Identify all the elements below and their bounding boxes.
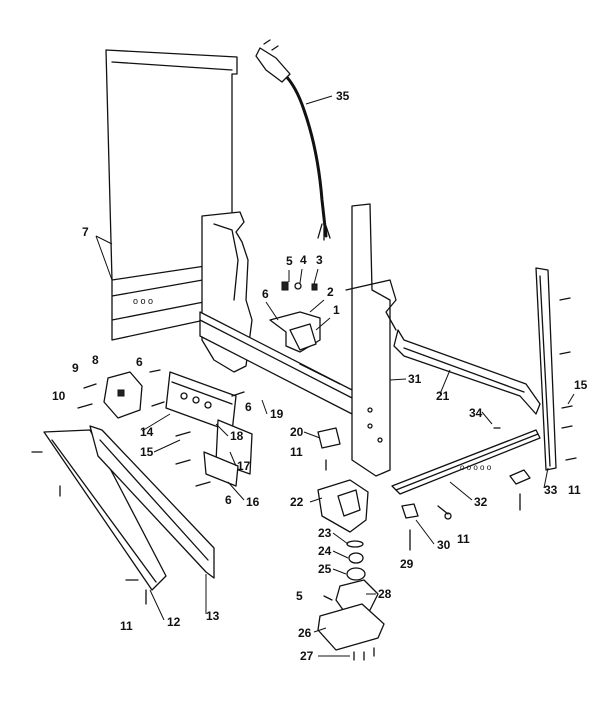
callout-c22: 22 (290, 495, 304, 509)
callout-c10: 10 (52, 389, 66, 403)
clip-part-20 (317, 427, 341, 449)
callout-c11c: 11 (457, 532, 470, 546)
callout-c1: 1 (333, 303, 340, 317)
callout-c6b: 6 (136, 355, 143, 369)
callout-c26: 26 (298, 626, 312, 640)
callout-c23: 23 (318, 526, 332, 540)
power-cord-part-35 (255, 39, 331, 241)
callout-c24: 24 (318, 544, 332, 558)
callout-c27: 27 (300, 649, 314, 663)
callout-c3: 3 (316, 253, 323, 267)
bracket-part-1-2 (269, 311, 321, 353)
callout-c6c: 6 (245, 400, 252, 414)
callout-c33: 33 (544, 483, 558, 497)
svg-text:o o o o o: o o o o o (460, 463, 492, 472)
callout-c28: 28 (378, 587, 392, 601)
callout-c6d: 6 (225, 493, 232, 507)
callout-c11d: 11 (120, 619, 133, 633)
leader-lines (95, 95, 575, 657)
callout-c19: 19 (270, 407, 284, 421)
callout-c4: 4 (300, 253, 307, 267)
callout-c11b: 11 (568, 483, 581, 497)
upright-part-33 (535, 267, 557, 471)
callout-c34: 34 (469, 406, 483, 420)
callout-c11a: 11 (290, 445, 303, 459)
callout-c17: 17 (237, 459, 251, 473)
switch-assembly-part-8 (103, 371, 143, 419)
callout-c30: 30 (437, 538, 451, 552)
callout-c5a: 5 (286, 254, 293, 268)
callout-c32: 32 (474, 495, 488, 509)
bracket-part-16 (203, 451, 239, 487)
callout-c16: 16 (246, 495, 260, 509)
callout-c13: 13 (206, 609, 220, 623)
callout-c21: 21 (436, 389, 450, 403)
callout-c20: 20 (290, 425, 304, 439)
base-plate-part-26 (317, 603, 385, 651)
callout-c14: 14 (140, 425, 154, 439)
callout-c18: 18 (230, 429, 244, 443)
callout-c5b: 5 (296, 589, 303, 603)
callout-c2: 2 (327, 285, 334, 299)
lower-bracket-part-12 (43, 429, 167, 591)
front-cross-rail (199, 311, 357, 417)
switch-part-30 (401, 503, 419, 519)
bracket-part-28 (335, 579, 379, 615)
stack-part-23-25 (346, 540, 366, 581)
callout-c25: 25 (318, 562, 332, 576)
valve-part-22 (317, 479, 369, 533)
callout-c6a: 6 (262, 287, 269, 301)
callout-c15a: 15 (574, 378, 588, 392)
bottom-rail-part-32: o o o o o (391, 429, 541, 495)
callout-c29: 29 (400, 557, 414, 571)
callout-c12: 12 (167, 615, 181, 629)
svg-text:o o o: o o o (133, 296, 153, 306)
callout-c9: 9 (72, 361, 79, 375)
lower-bracket-part-13 (89, 425, 215, 579)
screws (31, 281, 577, 661)
callout-c31: 31 (408, 372, 422, 386)
callout-c8: 8 (92, 353, 99, 367)
right-frame-part-31 (345, 203, 397, 477)
callout-c7: 7 (82, 225, 89, 239)
callout-c35: 35 (336, 89, 350, 103)
rail-part-21 (393, 329, 541, 415)
callout-c15b: 15 (140, 445, 154, 459)
